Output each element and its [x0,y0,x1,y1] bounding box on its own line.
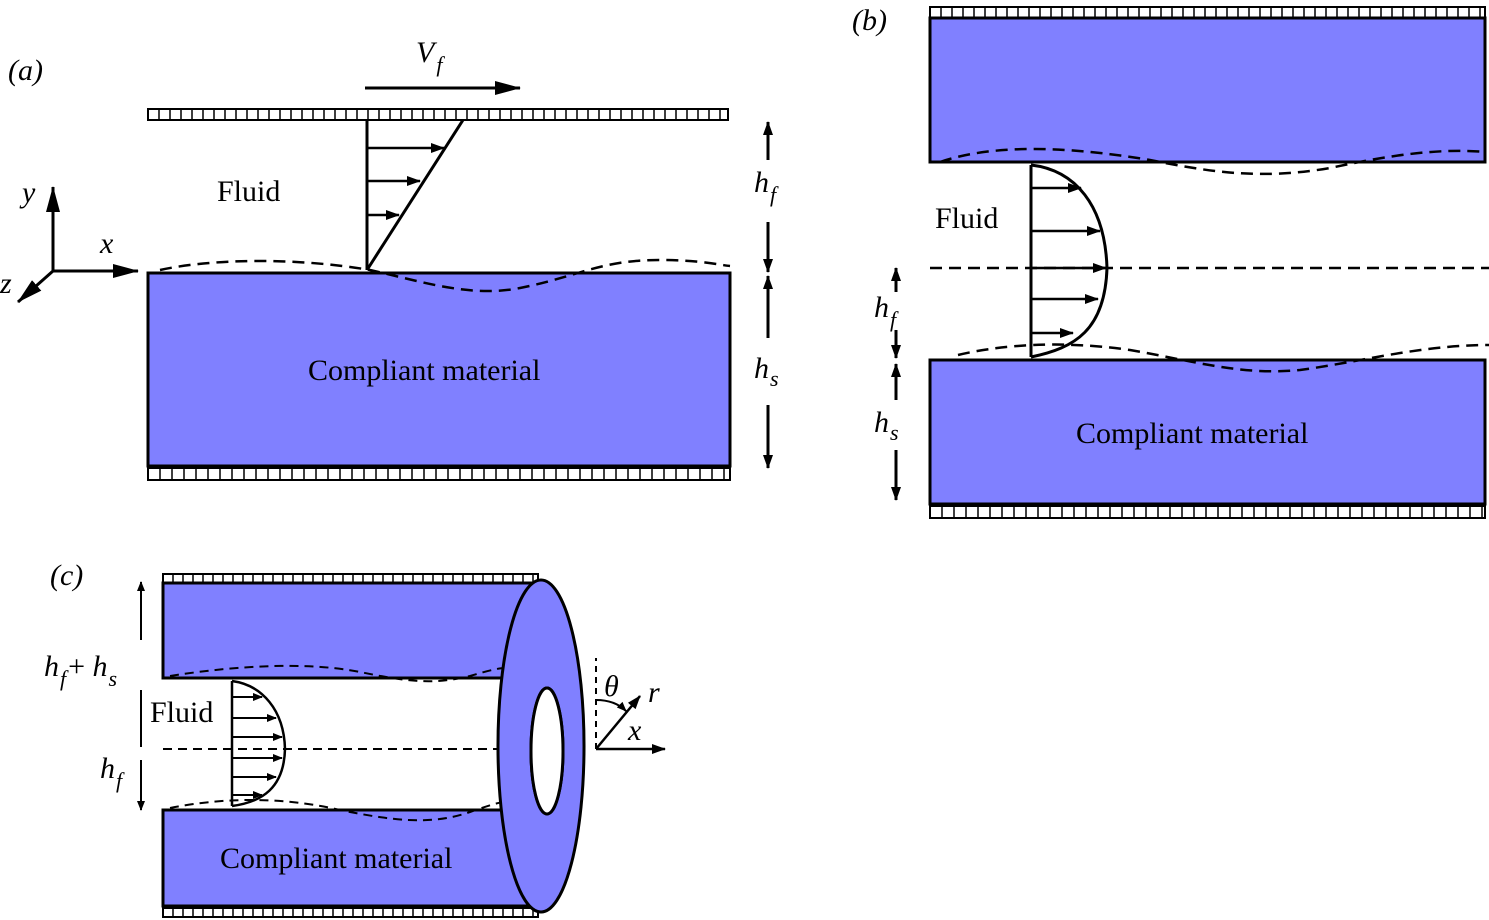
panel-a-hf-label: hf [754,166,779,207]
panel-c-x-label: x [627,714,642,747]
pipe-velocity-profile [230,679,287,808]
x-axis-label: x [99,227,114,260]
panel-c-fluid-label: Fluid [150,696,213,729]
panel-c-hf-label: hf [100,752,125,793]
panel-c-top-deformed-interface [169,664,506,683]
panel-b-material-label: Compliant material [1076,417,1308,450]
panel-c: (c) Fluid Compliant material [44,559,666,918]
couette-velocity-profile [365,119,465,271]
panel-b-bottom-compliant-material [928,358,1487,506]
panel-a-top-wall [147,108,729,121]
panel-a-deformed-interface [159,258,731,293]
panel-c-label: (c) [50,559,83,592]
panel-c-bottom-wall [162,907,539,918]
panel-b-top-deformed-interface [939,147,1486,176]
cylindrical-coordinates [595,658,666,754]
panel-a: (a) Vf Fluid Compliant material [0,36,779,481]
panel-b-bottom-wall [929,505,1486,519]
velocity-label: Vf [416,36,445,77]
panel-a-hs-label: hs [754,352,779,391]
z-axis-label: z [0,267,12,300]
panel-c-bottom-deformed-interface [169,799,506,822]
panel-a-label: (a) [8,54,43,87]
coordinate-axes [17,186,139,304]
panel-a-compliant-material [146,271,732,468]
panel-b-bottom-deformed-interface [957,343,1489,373]
panel-b-hf-label: hf [874,291,899,332]
panel-c-hfhs-label: hf+ hs [44,650,117,691]
y-axis-label: y [19,176,36,209]
pipe-end-annulus [496,578,586,914]
panel-b-label: (b) [852,4,887,37]
panel-b-top-compliant-material [928,16,1487,164]
poiseuille-velocity-profile [1029,163,1109,359]
panel-c-bottom-compliant-material [161,808,540,908]
panel-b-hs-label: hs [874,406,899,445]
theta-label: θ [604,670,619,703]
r-label: r [648,676,660,709]
panel-a-material-label: Compliant material [308,354,540,387]
panel-b-fluid-label: Fluid [935,202,998,235]
panel-b: (b) Fluid Compliant material [852,4,1489,519]
panel-c-material-label: Compliant material [220,842,452,875]
panel-c-top-compliant-material [161,581,540,680]
panel-b-top-wall [929,6,1486,19]
panel-a-fluid-label: Fluid [217,175,280,208]
panel-a-bottom-wall [147,467,731,481]
